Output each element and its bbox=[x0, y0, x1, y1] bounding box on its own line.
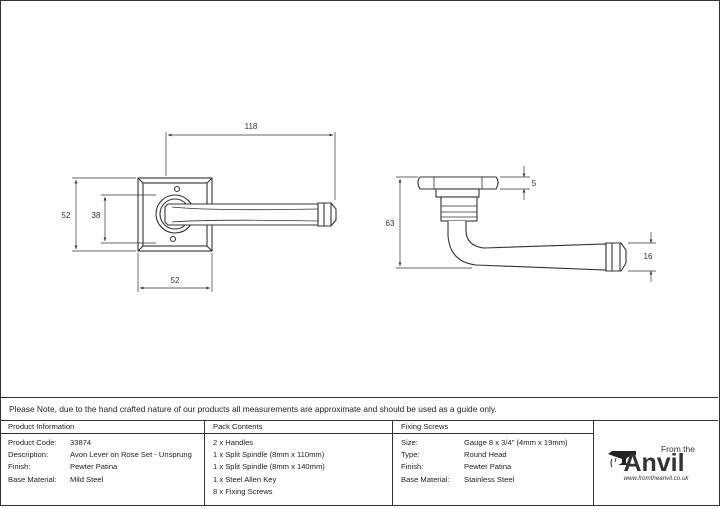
screw-row-finish: Finish:Pewter Patina bbox=[401, 462, 512, 472]
info-bar: Product Information Product Code:33874 D… bbox=[0, 421, 718, 505]
front-dimensions bbox=[72, 132, 336, 292]
pack-contents-column: Pack Contents 2 x Handles 1 x Split Spin… bbox=[205, 421, 393, 505]
dim-rose-thickness: 5 bbox=[532, 179, 537, 188]
product-row-code: Product Code:33874 bbox=[8, 438, 92, 447]
pack-item: 2 x Handles bbox=[213, 438, 254, 447]
from-the-anvil-logo: From the Anvil www.fromtheanvil.co.uk bbox=[594, 421, 718, 505]
product-info-header: Product Information bbox=[0, 421, 204, 434]
rose-plate-side bbox=[417, 176, 499, 190]
front-view bbox=[137, 177, 337, 252]
product-row-material: Base Material:Mild Steel bbox=[8, 474, 104, 484]
lever-end-cap-side bbox=[605, 242, 627, 272]
anvil-icon bbox=[608, 451, 636, 468]
pack-item: 1 x Split Spindle (8mm x 110mm) bbox=[213, 450, 325, 460]
dim-overall-height: 63 bbox=[386, 219, 395, 228]
logo-from-the: From the bbox=[661, 444, 695, 454]
logo-url: www.fromtheanvil.co.uk bbox=[624, 475, 690, 482]
logo-brand: Anvil bbox=[623, 449, 684, 477]
dim-rose-width: 52 bbox=[171, 276, 180, 285]
product-row-description: Description:Avon Lever on Rose Set - Uns… bbox=[8, 450, 192, 460]
screw-row-type: Type:Round Head bbox=[401, 450, 507, 460]
screw-row-size: Size:Gauge 8 x 3/4" (4mm x 19mm) bbox=[401, 438, 568, 447]
screw-row-material: Base Material:Stainless Steel bbox=[401, 474, 515, 484]
neck-collar bbox=[435, 188, 480, 198]
lever-arm-side bbox=[447, 221, 607, 271]
dim-rose-height: 52 bbox=[62, 211, 71, 220]
dim-inner: 38 bbox=[92, 211, 101, 220]
disclaimer-note: Please Note, due to the hand crafted nat… bbox=[0, 397, 718, 421]
side-view bbox=[417, 176, 627, 272]
side-dimensions bbox=[396, 166, 656, 282]
product-row-finish: Finish:Pewter Patina bbox=[8, 462, 118, 472]
product-info-column: Product Information Product Code:33874 D… bbox=[0, 421, 205, 505]
pack-contents-header: Pack Contents bbox=[205, 421, 392, 434]
pack-item: 1 x Steel Allen Key bbox=[213, 474, 277, 484]
lever-end-cap-front bbox=[317, 202, 337, 227]
pack-item: 8 x Fixing Screws bbox=[213, 486, 273, 496]
fixing-screws-column: Fixing Screws Size:Gauge 8 x 3/4" (4mm x… bbox=[393, 421, 594, 505]
screw-hole-bottom bbox=[169, 235, 177, 243]
lever-arm-front bbox=[164, 203, 319, 226]
screw-hole-top bbox=[173, 185, 181, 193]
dim-tip: 16 bbox=[644, 252, 653, 261]
technical-drawing: 118 52 38 52 bbox=[62, 122, 656, 292]
pack-item: 1 x Split Spindle (8mm x 140mm) bbox=[213, 462, 325, 472]
fixing-screws-header: Fixing Screws bbox=[393, 421, 593, 434]
dim-length: 118 bbox=[245, 122, 258, 131]
